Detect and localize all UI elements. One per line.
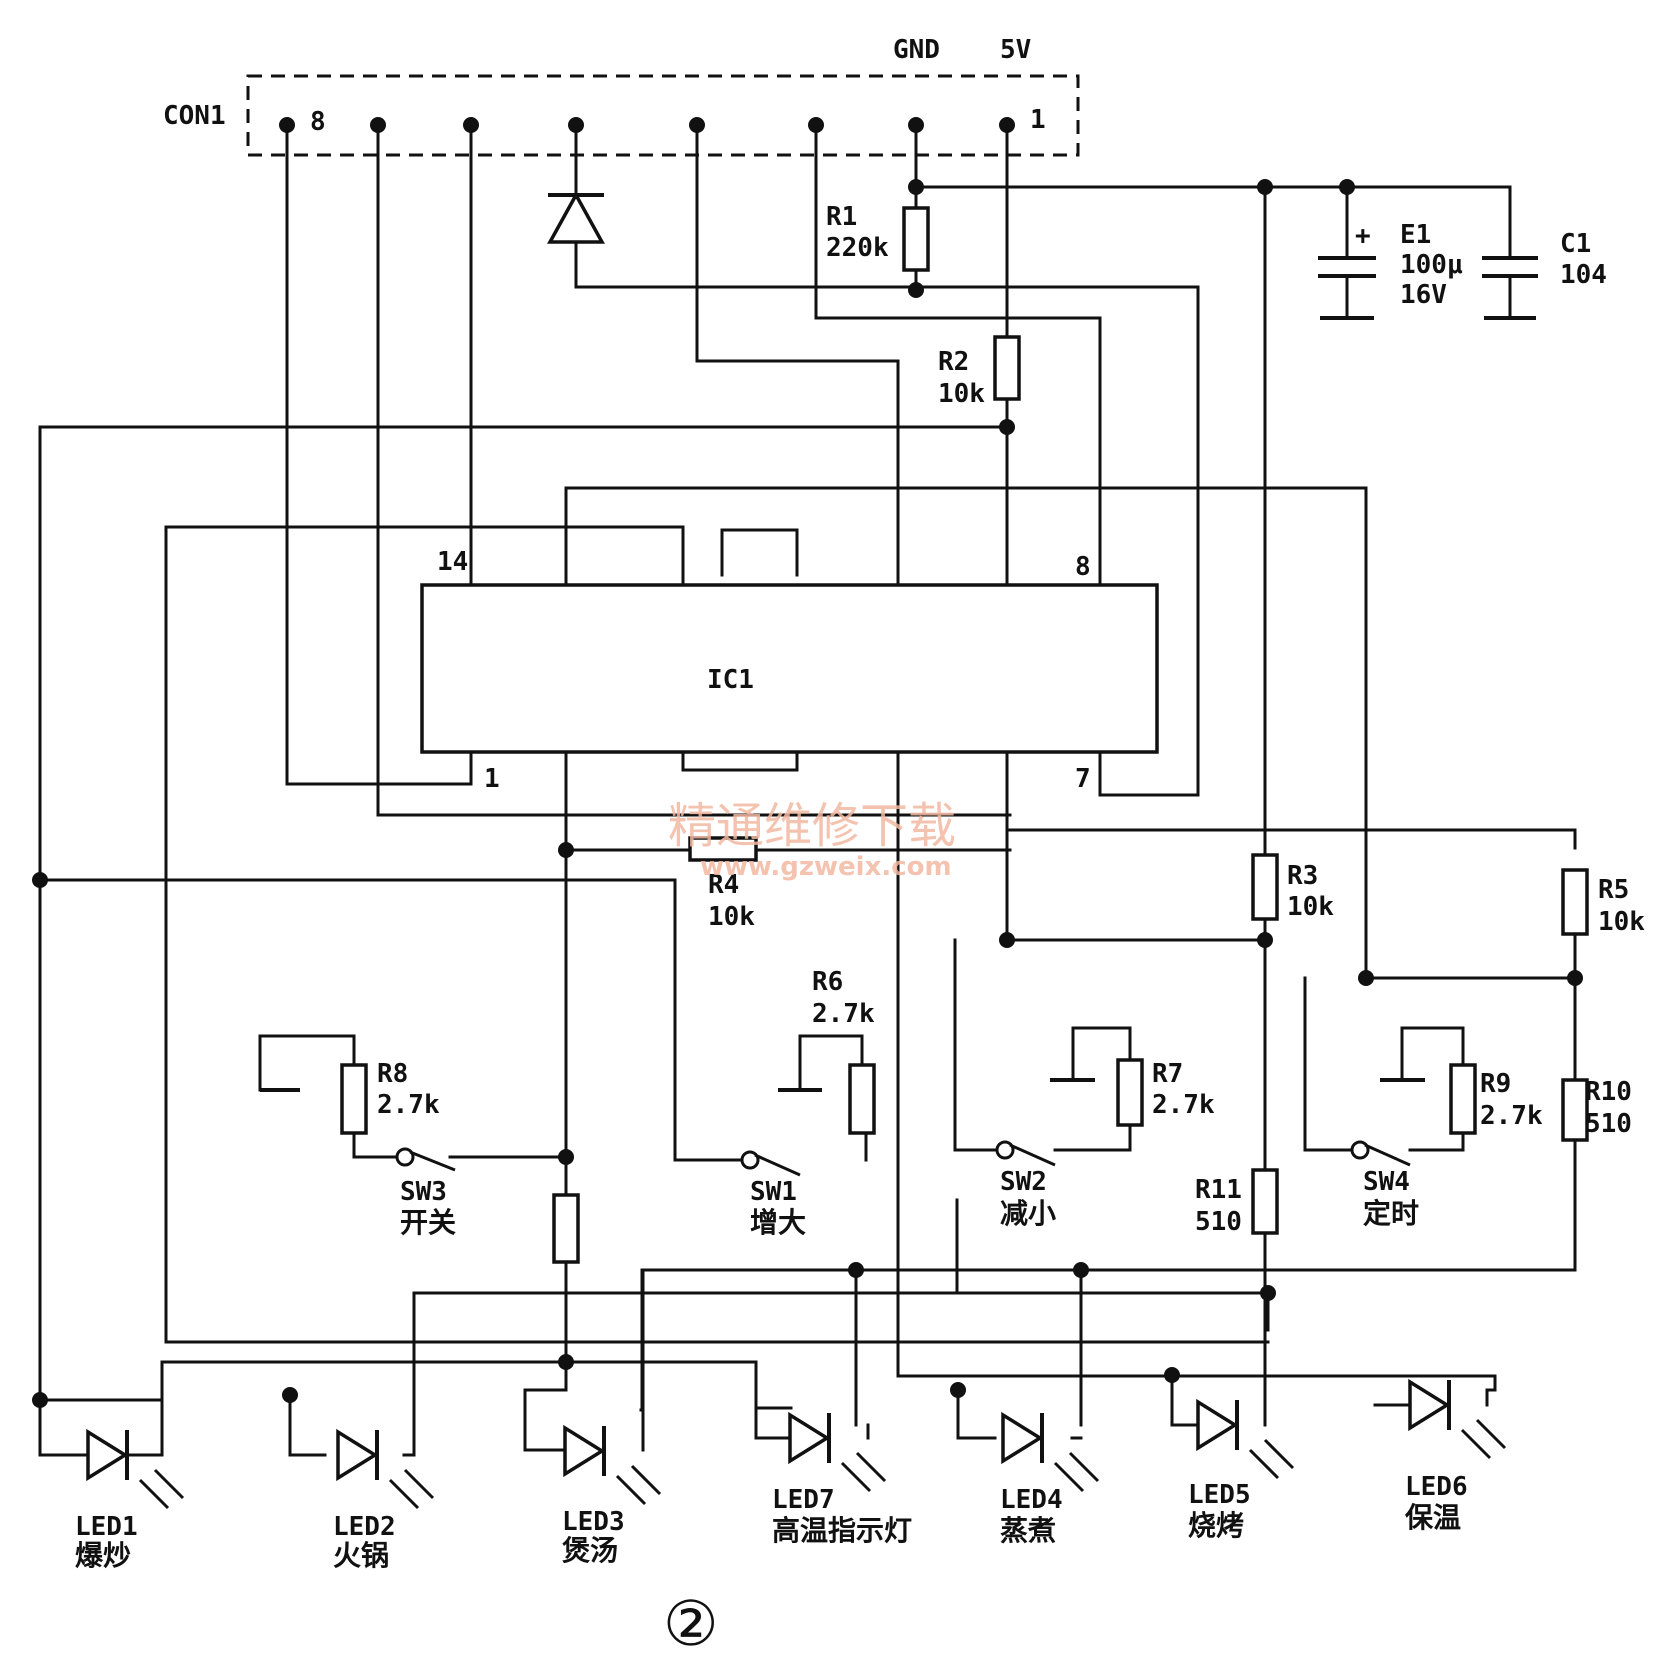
switch-sw1: SW1 增大 [740, 1088, 822, 1239]
led5-name: LED5 [1188, 1480, 1251, 1510]
wires [38, 123, 1577, 1457]
switch-sw4: SW4 定时 [1350, 1078, 1425, 1230]
watermark-text: 精通维修下载 [668, 798, 956, 854]
sw2-label: 减小 [1000, 1197, 1056, 1230]
resistor-r4: R4 10k [688, 836, 758, 932]
e1-name: E1 [1400, 220, 1431, 250]
led4-label: 蒸煮 [1000, 1514, 1056, 1547]
r5-value: 10k [1598, 907, 1645, 937]
r1-value: 220k [826, 233, 889, 263]
r2-name: R2 [938, 347, 969, 377]
e1-plus: + [1355, 221, 1371, 251]
led-6: LED6 保温 [1405, 1378, 1507, 1534]
ic-pin-7-label: 7 [1075, 764, 1091, 794]
resistor-r6: R6 2.7k [812, 967, 876, 1135]
led7-label: 高温指示灯 [772, 1514, 912, 1547]
resistor-r8: R8 2.7k [340, 1059, 440, 1135]
led-4: LED4 蒸煮 [1000, 1411, 1100, 1547]
r3-name: R3 [1287, 861, 1318, 891]
resistor-r3: R3 10k [1251, 853, 1334, 922]
r7-name: R7 [1152, 1059, 1183, 1089]
r6-name: R6 [812, 967, 843, 997]
sw2-name: SW2 [1000, 1167, 1047, 1197]
sw3-label: 开关 [400, 1206, 456, 1239]
led2-name: LED2 [333, 1512, 396, 1542]
r8-name: R8 [377, 1059, 408, 1089]
led3-label: 煲汤 [562, 1534, 618, 1567]
connector-pin-1-label: 1 [1030, 105, 1046, 135]
led1-label: 爆炒 [75, 1539, 131, 1572]
resistor-r2: R2 10k [938, 335, 1021, 409]
figure-number: ② [663, 1587, 719, 1660]
resistor-r9: R9 2.7k [1449, 1063, 1543, 1135]
e1-voltage: 16V [1400, 280, 1447, 310]
sw3-name: SW3 [400, 1177, 447, 1207]
watermark: 精通维修下载 www.gzweix.com [668, 798, 956, 882]
r4-value: 10k [708, 902, 755, 932]
connector-label: CON1 [163, 101, 226, 131]
led4-name: LED4 [1000, 1485, 1063, 1515]
led1-name: LED1 [75, 1512, 138, 1542]
r2-value: 10k [938, 379, 985, 409]
watermark-url: www.gzweix.com [700, 852, 952, 882]
led7-name: LED7 [772, 1485, 835, 1515]
switch-sw3: SW3 开关 [260, 1088, 456, 1239]
led-5: LED5 烧烤 [1188, 1398, 1295, 1542]
ic-pin-8-label: 8 [1075, 552, 1091, 582]
c1-value: 104 [1560, 260, 1607, 290]
led-2: LED2 火锅 [333, 1428, 435, 1572]
ic-pin-1-label: 1 [484, 764, 500, 794]
r4-name: R4 [708, 870, 739, 900]
r9-name: R9 [1480, 1069, 1511, 1099]
r1-name: R1 [826, 202, 857, 232]
capacitor-e1: + E1 100μ 16V [1318, 220, 1463, 320]
vcc-label: 5V [1000, 35, 1031, 65]
connector-pin-8-label: 8 [310, 107, 326, 137]
led-7: LED7 高温指示灯 [772, 1411, 912, 1547]
resistor-unlabeled [552, 1193, 580, 1264]
r3-value: 10k [1287, 892, 1334, 922]
resistor-r1: R1 220k [826, 202, 930, 272]
led6-label: 保温 [1405, 1501, 1461, 1534]
switch-sw2: SW2 减小 [995, 1078, 1095, 1230]
resistor-r7: R7 2.7k [1116, 1058, 1215, 1127]
connector-con1: CON1 8 1 GND 5V [163, 35, 1080, 157]
sw4-label: 定时 [1363, 1197, 1419, 1230]
led6-name: LED6 [1405, 1472, 1468, 1502]
sw1-name: SW1 [750, 1177, 797, 1207]
sw4-name: SW4 [1363, 1167, 1410, 1197]
sw1-label: 增大 [750, 1206, 806, 1239]
r10-name: R10 [1585, 1077, 1632, 1107]
r8-value: 2.7k [377, 1090, 440, 1120]
ic1: IC1 14 8 1 7 [420, 547, 1159, 794]
resistor-r5: R5 10k [1561, 868, 1645, 937]
resistor-r10: R10 510 [1561, 1077, 1632, 1142]
diode-icon [547, 191, 605, 244]
r11-value: 510 [1195, 1207, 1242, 1237]
led5-label: 烧烤 [1188, 1509, 1244, 1542]
led-1: LED1 爆炒 [75, 1428, 185, 1572]
resistor-r11: R11 510 [1195, 1168, 1279, 1237]
ic-label: IC1 [707, 665, 754, 695]
ic-pin-14-label: 14 [437, 547, 468, 577]
gnd-label: GND [893, 35, 940, 65]
junction-dots [32, 179, 1583, 1408]
capacitor-c1: C1 104 [1482, 229, 1607, 320]
r9-value: 2.7k [1480, 1101, 1543, 1131]
r6-value: 2.7k [812, 999, 875, 1029]
e1-value: 100μ [1400, 250, 1463, 280]
r7-value: 2.7k [1152, 1090, 1215, 1120]
r11-name: R11 [1195, 1175, 1242, 1205]
c1-name: C1 [1560, 229, 1591, 259]
led-3: LED3 煲汤 [562, 1424, 662, 1567]
r5-name: R5 [1598, 875, 1629, 905]
led2-label: 火锅 [333, 1539, 389, 1572]
r10-value: 510 [1585, 1109, 1632, 1139]
led3-name: LED3 [562, 1507, 625, 1537]
